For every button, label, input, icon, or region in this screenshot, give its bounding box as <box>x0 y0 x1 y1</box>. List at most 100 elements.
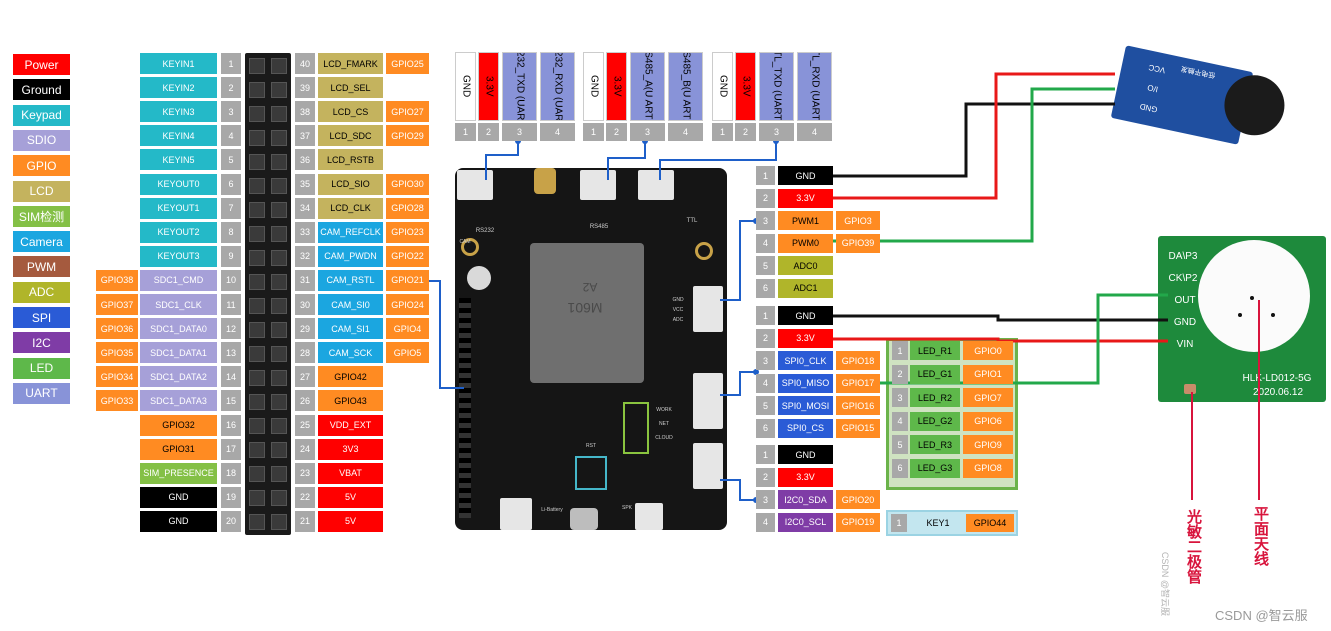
top-conn-pin-number: 3 <box>630 123 665 141</box>
header-pin <box>249 250 265 266</box>
top-conn-cell: RS232_RXD (UART1) <box>540 52 575 121</box>
right-pin-function: ADC0 <box>778 256 833 275</box>
left-pin-number: 4 <box>221 125 241 147</box>
right-pin-function: CAM_PWDN <box>318 245 383 267</box>
top-conn-cell: TTL_TXD (UART0) <box>759 52 794 121</box>
i2c-connector <box>693 443 723 489</box>
top-conn-pin-number: 4 <box>668 123 703 141</box>
header-pin <box>249 274 265 290</box>
left-pin-function: SDC1_CLK <box>140 294 217 315</box>
radar-pin-ck: CK\P2 <box>1168 272 1198 284</box>
top-conn-pin-number: 4 <box>797 123 832 141</box>
left-pin-function: KEYIN5 <box>140 149 217 171</box>
left-pin-function: GND <box>140 486 217 508</box>
header-pin <box>271 202 287 218</box>
module-sublabel: A2 <box>582 280 598 294</box>
right-pin-number: 31 <box>295 269 315 291</box>
mount-hole <box>461 238 479 256</box>
right-gpio-label: GPIO5 <box>386 342 429 364</box>
right-pin-number: 1 <box>756 166 775 185</box>
header-pin <box>271 370 287 386</box>
right-pin-function: 3.3V <box>778 188 833 208</box>
top-conn-cell: 3.3V <box>606 52 627 121</box>
right-gpio-label: GPIO28 <box>386 197 429 219</box>
right-gpio-label: GPIO20 <box>836 490 880 509</box>
right-gpio-label: GPIO4 <box>386 318 429 340</box>
led-gpio: GPIO8 <box>963 458 1013 478</box>
right-pin-number: 30 <box>295 294 315 315</box>
right-pin-number: 5 <box>756 396 775 415</box>
right-gpio-label: GPIO39 <box>836 233 880 253</box>
right-pin-number: 1 <box>756 306 775 325</box>
right-pin-function: GND <box>778 306 833 325</box>
right-pin-function: PWM1 <box>778 211 833 230</box>
right-pin-function: LCD_CLK <box>318 197 383 219</box>
left-pin-number: 10 <box>221 269 241 291</box>
left-pin-number: 1 <box>221 53 241 74</box>
right-pin-function: LCD_SEL <box>318 77 383 99</box>
top-conn-pin-number: 3 <box>502 123 537 141</box>
left-pin-number: 15 <box>221 390 241 412</box>
right-pin-function: SPI0_CLK <box>778 351 833 370</box>
right-pin-function: SPI0_CS <box>778 418 833 438</box>
legend-item: PWM <box>13 256 70 278</box>
right-pin-number: 33 <box>295 221 315 243</box>
key-gpio: GPIO44 <box>966 514 1014 532</box>
left-pin-function: GND <box>140 510 217 532</box>
right-pin-function: 3.3V <box>778 467 833 487</box>
left-pin-number: 17 <box>221 438 241 460</box>
header-pin <box>271 106 287 122</box>
left-pin-number: 5 <box>221 149 241 171</box>
led-pin-number: 3 <box>892 388 908 407</box>
left-pin-function: SDC1_DATA3 <box>140 390 217 412</box>
header-pin <box>271 442 287 458</box>
right-gpio-label: GPIO23 <box>386 221 429 243</box>
right-pin-number: 40 <box>295 53 315 74</box>
buzzer-pin-io: I/O <box>1146 83 1159 95</box>
board-silk-work: WORK <box>656 407 672 413</box>
right-pin-number: 2 <box>756 328 775 348</box>
header-pin <box>271 322 287 338</box>
left-pin-function: KEYIN2 <box>140 77 217 99</box>
header-pin <box>271 490 287 506</box>
right-pin-function: CAM_SCK <box>318 342 383 364</box>
led-function: LED_G3 <box>910 458 960 478</box>
right-pin-function: 5V <box>318 486 383 508</box>
right-pin-function: LCD_SDC <box>318 125 383 147</box>
left-pin-number: 12 <box>221 318 241 340</box>
module-chip: M601 A2 <box>530 243 644 383</box>
right-pin-number: 25 <box>295 414 315 436</box>
left-pin-function: SDC1_DATA0 <box>140 318 217 340</box>
header-pin <box>249 370 265 386</box>
left-gpio-label: GPIO37 <box>96 294 138 315</box>
right-gpio-label: GPIO27 <box>386 101 429 123</box>
top-conn-pin-number: 1 <box>712 123 733 141</box>
header-pin <box>249 226 265 242</box>
right-pin-function: I2C0_SDA <box>778 490 833 509</box>
right-pin-function: CAM_SI1 <box>318 318 383 340</box>
right-gpio-label: GPIO17 <box>836 373 880 393</box>
right-gpio-label: GPIO21 <box>386 269 429 291</box>
top-conn-cell: TTL_RXD (UART0) <box>797 52 832 121</box>
header-pin <box>271 154 287 170</box>
right-pin-number: 39 <box>295 77 315 99</box>
left-pin-function: SDC1_CMD <box>140 269 217 291</box>
led-pin-number: 6 <box>892 458 908 478</box>
led-function: LED_R2 <box>910 388 960 407</box>
header-pin <box>271 394 287 410</box>
left-pin-function: KEYIN4 <box>140 125 217 147</box>
dev-board: M601 A2 RS232 RS485 TTL WORK NET CLOUD L… <box>455 168 727 530</box>
left-pin-function: SDC1_DATA1 <box>140 342 217 364</box>
top-conn-pin-number: 1 <box>455 123 476 141</box>
wire-vcc-buzzer <box>800 72 1115 200</box>
legend-item: Power <box>13 54 70 75</box>
header-pin <box>271 178 287 194</box>
mount-hole <box>695 242 713 260</box>
header-pin <box>271 514 287 530</box>
left-pin-number: 20 <box>221 510 241 532</box>
led-gpio: GPIO1 <box>963 364 1013 384</box>
header-pin <box>249 82 265 98</box>
key-label: KEY1 <box>926 518 950 528</box>
left-pin-function: KEYOUT3 <box>140 245 217 267</box>
led-gpio: GPIO0 <box>963 341 1013 360</box>
